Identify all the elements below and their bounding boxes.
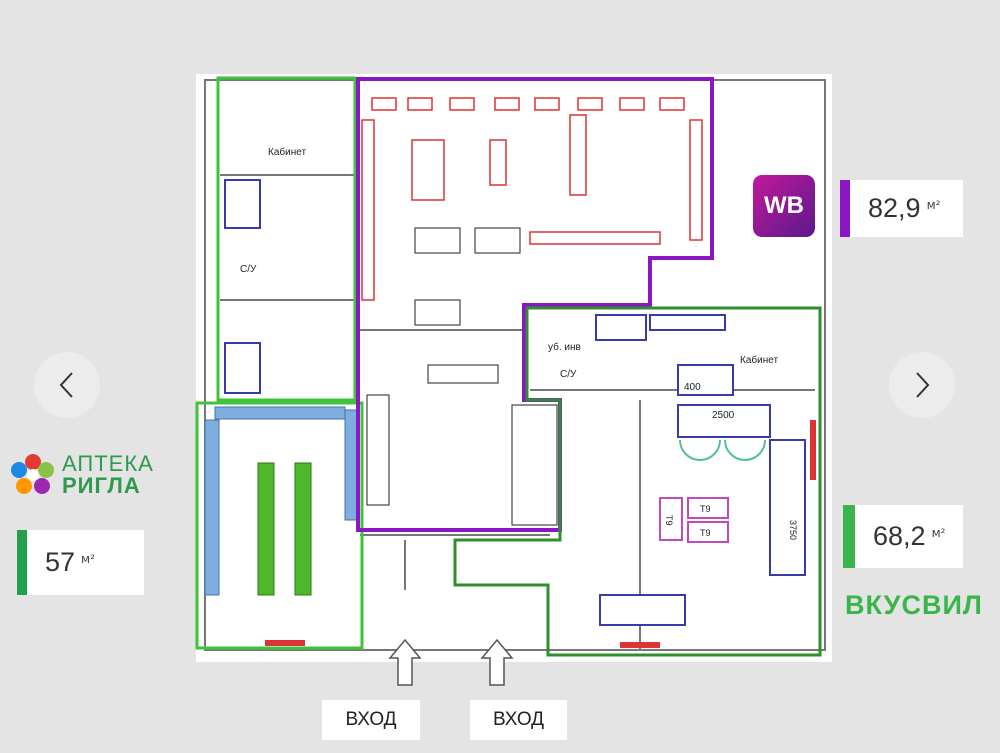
pharmacy-color-bar [17, 530, 27, 595]
entrance-label-1: ВХОД [322, 700, 420, 740]
vkusvill-outline [453, 306, 822, 657]
wb-outline [356, 77, 714, 532]
chevron-right-icon [916, 372, 930, 398]
entrance-arrow-1 [388, 638, 422, 686]
plan-background [196, 74, 832, 662]
pharmacy-logo-line2: РИГЛА [62, 473, 141, 498]
label-dim-2500: 2500 [712, 410, 735, 421]
entrance-arrow-2 [480, 638, 514, 686]
label-t9-a: Т9 [700, 504, 711, 514]
carousel-next-button[interactable] [889, 352, 955, 418]
label-dim-400: 400 [684, 382, 701, 393]
chevron-left-icon [59, 372, 73, 398]
label-wc-left: С/У [240, 264, 257, 275]
pharmacy-area-box: 57 м² [17, 530, 144, 595]
wb-logo: WB [753, 175, 815, 237]
vkusvill-logo: ВКУСВИЛ [845, 590, 983, 620]
label-wc-right: С/У [560, 369, 577, 380]
label-wc-disabled: уб. инв [548, 341, 581, 353]
pharmacy-area-unit: м² [81, 551, 95, 566]
wb-area-value: 82,9 [868, 193, 921, 223]
pharmacy-logo-line1: АПТЕКА [62, 451, 154, 476]
entrance-label-2: ВХОД [470, 700, 567, 740]
label-office-left: Кабинет [268, 146, 306, 158]
wb-area-unit: м² [926, 197, 941, 212]
fixtures [204, 97, 816, 648]
wb-area-box: 82,9 м² [840, 180, 963, 237]
label-office-right: Кабинет [740, 354, 778, 366]
vkusvill-area-value: 68,2 [873, 521, 926, 551]
pharmacy-outline [195, 401, 364, 650]
label-dim-3750: 3750 [788, 520, 798, 540]
label-t9-c: Т9 [664, 515, 674, 526]
flower-logo-icon [11, 454, 54, 494]
pharmacy-logo: АПТЕКА РИГЛА [10, 453, 154, 497]
vkusvill-color-bar [843, 505, 855, 568]
carousel-prev-button[interactable] [34, 352, 100, 418]
pharmacy-upper-outline [216, 76, 357, 402]
pharmacy-area-value: 57 [45, 547, 76, 577]
vkusvill-area-box: 68,2 м² [843, 505, 963, 568]
vkusvill-area-unit: м² [931, 525, 946, 540]
wb-color-bar [840, 180, 850, 237]
label-t9-b: Т9 [700, 528, 711, 538]
